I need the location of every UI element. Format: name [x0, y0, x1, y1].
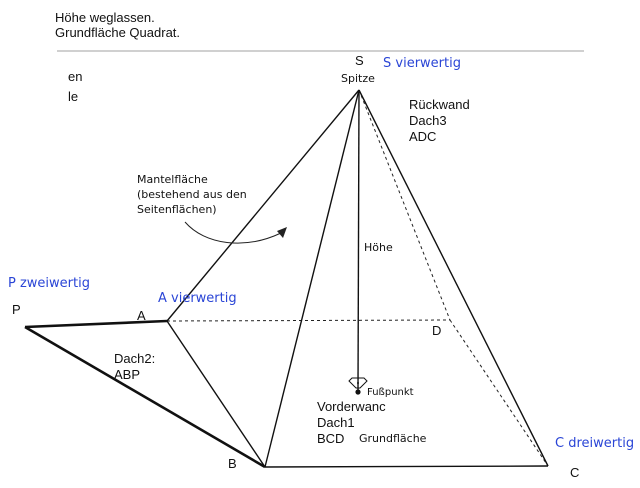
- edge-S-C: [358, 89, 549, 467]
- degree-label-P: P zweiwertig: [8, 276, 90, 291]
- mantel-label-line-2: (bestehend aus den: [137, 188, 247, 201]
- vertex-label-P: P: [12, 302, 21, 317]
- face-back-line-1: Rückwand: [409, 97, 470, 112]
- face-front-line-3: BCD: [317, 431, 344, 446]
- side-fragment-1: en: [68, 69, 82, 84]
- edge-A-B: [166, 320, 266, 468]
- vertex-label-B: B: [228, 456, 237, 471]
- vertex-label-S: S: [355, 53, 364, 68]
- side-fragment-2: le: [68, 89, 78, 104]
- face-back-line-3: ADC: [409, 129, 436, 144]
- header-line-1: Höhe weglassen.: [55, 10, 155, 25]
- edge-S-A: [166, 89, 360, 322]
- height-line: [357, 89, 360, 393]
- mantel-label-line-3: Seitenflächen): [137, 203, 217, 216]
- vertex-label-D: D: [432, 323, 441, 338]
- right-angle-icon: [348, 377, 368, 389]
- mantel-arrow: [184, 221, 282, 244]
- edge-D-C: [449, 319, 549, 467]
- degree-label-C: C dreiwertig: [555, 436, 634, 451]
- edge-B-C: [264, 465, 549, 468]
- vertex-label-C: C: [570, 465, 579, 480]
- face-side-line-1: Dach2:: [114, 351, 155, 366]
- vertex-label-spitze: Spitze: [341, 72, 375, 85]
- degree-label-S: S vierwertig: [383, 56, 461, 71]
- degree-label-A: A vierwertig: [158, 291, 237, 306]
- vertex-label-A: A: [137, 308, 146, 323]
- hoehe-label: Höhe: [364, 241, 393, 254]
- header-line-2: Grundfläche Quadrat.: [55, 25, 180, 40]
- grundflaeche-label: Grundfläche: [359, 432, 427, 445]
- face-back-line-2: Dach3: [409, 113, 447, 128]
- fusspunkt-dot: [355, 389, 361, 395]
- face-front-line-1: Vorderwanc: [317, 399, 386, 414]
- edge-A-D: [166, 319, 451, 322]
- mantel-label-line-1: Mantelfläche: [137, 173, 208, 186]
- face-front-line-2: Dach1: [317, 415, 355, 430]
- mantel-arrowhead: [277, 227, 287, 238]
- edge-S-D: [358, 89, 451, 321]
- fusspunkt-label: Fußpunkt: [367, 387, 414, 398]
- edge-S-B: [264, 89, 360, 468]
- edge-P-B: [24, 325, 266, 469]
- edge-P-A: [24, 319, 168, 329]
- face-side-line-2: ABP: [114, 367, 140, 382]
- right-angle-mark-dot: [357, 382, 359, 384]
